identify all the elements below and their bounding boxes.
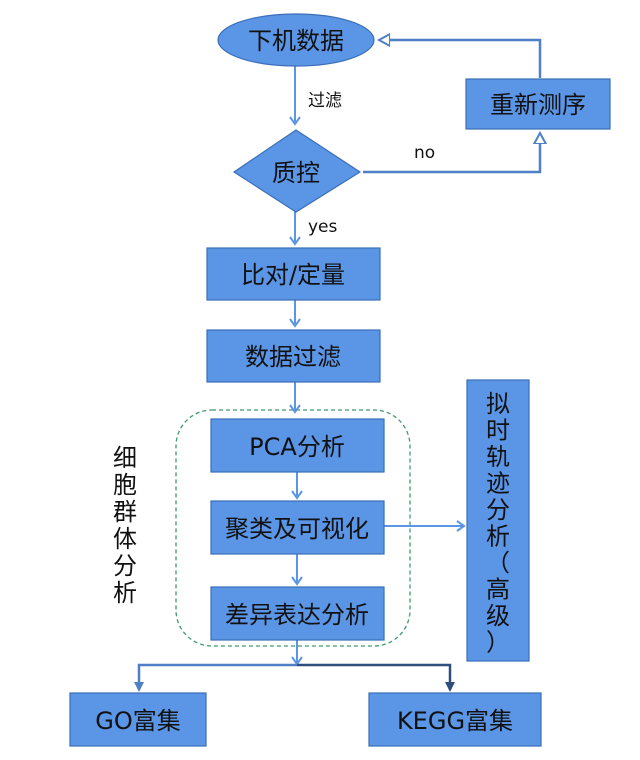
- group-label-char: 析: [113, 579, 137, 607]
- pseudotime-label-char: 高: [486, 576, 510, 604]
- node-data-filter[interactable]: 数据过滤: [206, 329, 381, 383]
- pseudotime-label-char: （: [486, 549, 510, 577]
- edge-resequence-to-raw: [380, 40, 542, 78]
- node-kegg-enrichment[interactable]: KEGG富集: [368, 692, 542, 747]
- node-cluster-visualization[interactable]: 聚类及可视化: [210, 500, 385, 555]
- edge-label-filter: 过滤: [308, 91, 342, 111]
- group-label-char: 体: [113, 525, 137, 553]
- node-resequence-label: 重新测序: [490, 91, 586, 119]
- group-label-char: 细: [113, 444, 137, 472]
- edge-label-no: no: [414, 143, 435, 163]
- pseudotime-label-char: 迹: [486, 470, 510, 498]
- node-diff-expression[interactable]: 差异表达分析: [210, 586, 385, 641]
- node-align-quant[interactable]: 比对/定量: [206, 247, 381, 301]
- group-label-char: 胞: [113, 471, 137, 499]
- node-raw-data[interactable]: 下机数据: [217, 13, 375, 67]
- pseudotime-label-char: 时: [486, 417, 510, 445]
- node-go-enrichment[interactable]: GO富集: [69, 692, 207, 747]
- edge-qc-no-to-resequence: [363, 134, 540, 174]
- node-diff-label: 差异表达分析: [225, 601, 369, 629]
- group-label-char: 群: [113, 498, 137, 526]
- node-align-quant-label: 比对/定量: [241, 261, 345, 289]
- node-go-label: GO富集: [95, 707, 181, 735]
- edge-label-yes: yes: [308, 217, 338, 237]
- edge-split-to-go: [134, 663, 297, 692]
- pseudotime-label-char: ）: [486, 629, 510, 657]
- group-label-char: 分: [113, 552, 137, 580]
- node-cluster-label: 聚类及可视化: [225, 515, 369, 543]
- pseudotime-label-char: 级: [486, 602, 510, 630]
- node-pca-label: PCA分析: [249, 433, 345, 461]
- node-qc-label: 质控: [272, 159, 320, 187]
- edge-split-to-kegg: [297, 663, 455, 692]
- node-qc-decision[interactable]: 质控: [232, 129, 362, 213]
- pseudotime-label-char: 拟: [486, 390, 510, 418]
- node-pca[interactable]: PCA分析: [210, 418, 385, 473]
- node-raw-data-label: 下机数据: [248, 27, 344, 55]
- pseudotime-label-char: 轨: [486, 443, 510, 471]
- pseudotime-label-char: 分: [486, 496, 510, 524]
- pseudotime-label-char: 析: [486, 523, 510, 551]
- node-kegg-label: KEGG富集: [397, 707, 513, 735]
- node-data-filter-label: 数据过滤: [245, 343, 341, 371]
- node-resequence[interactable]: 重新测序: [465, 78, 611, 130]
